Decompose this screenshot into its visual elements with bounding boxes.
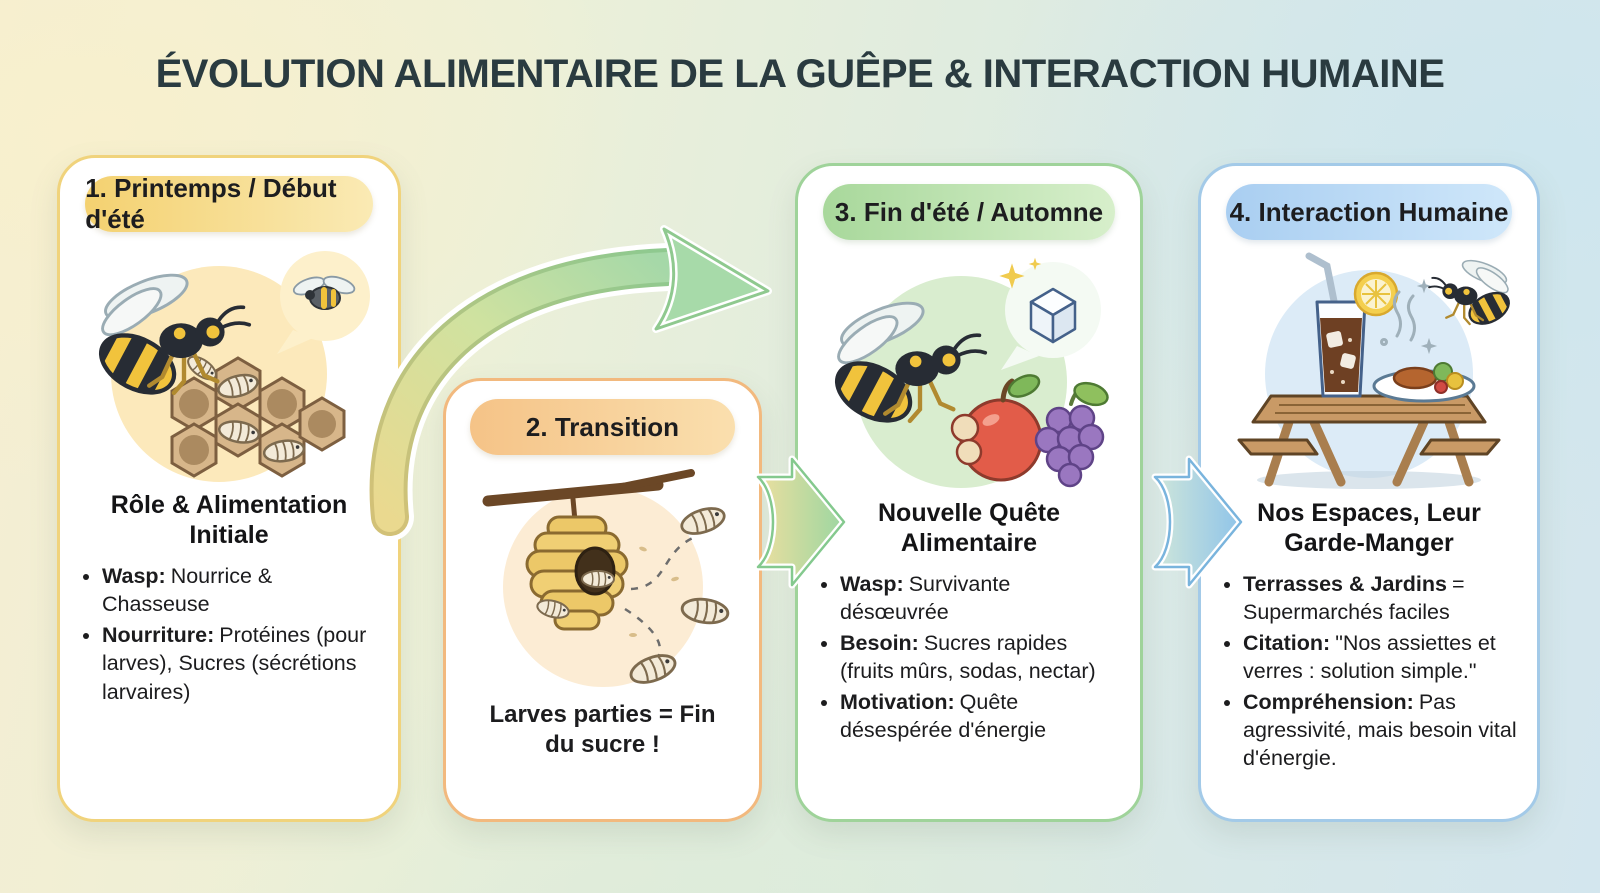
larva-icon <box>580 569 615 589</box>
wasp-larvae-honeycomb-illustration <box>79 251 370 482</box>
bullet-list: Wasp:Survivante désœuvrée Besoin:Sucres … <box>814 570 1124 746</box>
speck <box>628 546 679 637</box>
empty-hive-illustration <box>482 469 731 690</box>
bullet-list: Terrasses & Jardins= Supermarchés facile… <box>1217 570 1521 775</box>
sugar-cube-icon <box>1029 287 1077 344</box>
bullet-item: Terrasses & Jardins= Supermarchés facile… <box>1243 570 1517 627</box>
steam-icon <box>1380 290 1416 346</box>
card-heading: Rôle & Alimentation Initiale <box>110 491 348 549</box>
card-spring-early-summer: 1. Printemps / Début d'été <box>57 155 401 822</box>
card-heading: Nouvelle Quête Alimentaire <box>878 499 1060 557</box>
bullet-item: Citation:"Nos assiettes et verres : solu… <box>1243 629 1517 686</box>
bullet-item: Compréhension:Pas agressivité, mais beso… <box>1243 688 1517 773</box>
picnic-table-illustration <box>1237 252 1519 489</box>
card-human-interaction: 4. Interaction Humaine <box>1198 163 1540 822</box>
bullet-item: Besoin:Sucres rapides (fruits mûrs, soda… <box>840 629 1120 686</box>
grapes-icon <box>1034 381 1109 488</box>
apple-icon <box>950 374 1043 482</box>
card-transition: 2. Transition <box>443 378 762 822</box>
bullet-item: Motivation:Quête désespérée d'énergie <box>840 688 1120 745</box>
card-badge: 2. Transition <box>470 399 735 455</box>
bullet-item: Nourriture:Protéines (pour larves), Sucr… <box>102 621 378 706</box>
bullet-item: Wasp:Nourrice & Chasseuse <box>102 562 378 619</box>
card-badge: 3. Fin d'été / Automne <box>823 184 1115 240</box>
bullet-item: Wasp:Survivante désœuvrée <box>840 570 1120 627</box>
wasp-fruit-sugar-illustration <box>819 257 1109 488</box>
straw-icon <box>1305 252 1339 310</box>
food-plate-icon <box>1372 362 1476 403</box>
lemon-slice-icon <box>1353 271 1399 317</box>
card-late-summer-autumn: 3. Fin d'été / Automne <box>795 163 1143 822</box>
shadow <box>1257 471 1481 489</box>
bee-icon <box>292 275 356 310</box>
card-heading: Nos Espaces, Leur Garde-Manger <box>1257 499 1481 557</box>
larva-icon <box>676 502 729 540</box>
bullet-list: Wasp:Nourrice & Chasseuse Nourriture:Pro… <box>76 562 382 708</box>
page-title: ÉVOLUTION ALIMENTAIRE DE LA GUÊPE & INTE… <box>155 52 1445 96</box>
card-caption: Larves parties = Fin du sucre ! <box>489 701 716 758</box>
soda-glass-icon <box>1305 252 1367 398</box>
card-badge: 1. Printemps / Début d'été <box>85 173 373 234</box>
honeycomb-icon <box>170 356 346 478</box>
card-badge: 4. Interaction Humaine <box>1226 184 1512 240</box>
